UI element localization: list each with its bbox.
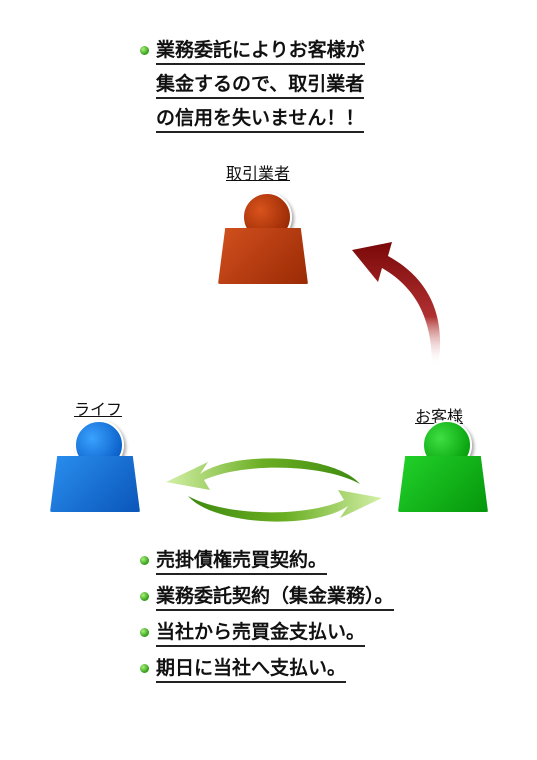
person-body	[218, 228, 308, 284]
customer-person-icon	[398, 420, 494, 520]
bullet-icon	[140, 556, 149, 565]
bullet-icon	[140, 46, 149, 55]
life-person-icon	[50, 420, 146, 520]
top-message: 業務委託によりお客様が 集金するので、取引業者 の信用を失いません！！	[140, 38, 440, 140]
trader-label: 取引業者	[226, 164, 291, 183]
bullet-icon	[140, 592, 149, 601]
top-message-line-2: 集金するので、取引業者	[140, 72, 440, 100]
exchange-arrows-icon	[166, 458, 382, 522]
person-body	[50, 456, 140, 512]
person-body	[398, 456, 488, 512]
list-item: 当社から売買金支払い。	[140, 620, 480, 648]
top-message-line-3: の信用を失いません！！	[140, 106, 440, 134]
bullet-icon	[140, 664, 149, 673]
bullet-icon	[140, 628, 149, 637]
list-item: 売掛債権売買契約。	[140, 548, 480, 576]
list-item: 業務委託契約（集金業務）。	[140, 584, 480, 612]
life-label: ライフ	[74, 400, 123, 419]
list-item: 期日に当社へ支払い。	[140, 656, 480, 684]
contract-list: 売掛債権売買契約。 業務委託契約（集金業務）。 当社から売買金支払い。 期日に当…	[140, 548, 480, 692]
top-message-line-1: 業務委託によりお客様が	[140, 38, 440, 66]
curved-arrow-icon	[352, 242, 441, 366]
trader-person-icon	[218, 192, 314, 292]
